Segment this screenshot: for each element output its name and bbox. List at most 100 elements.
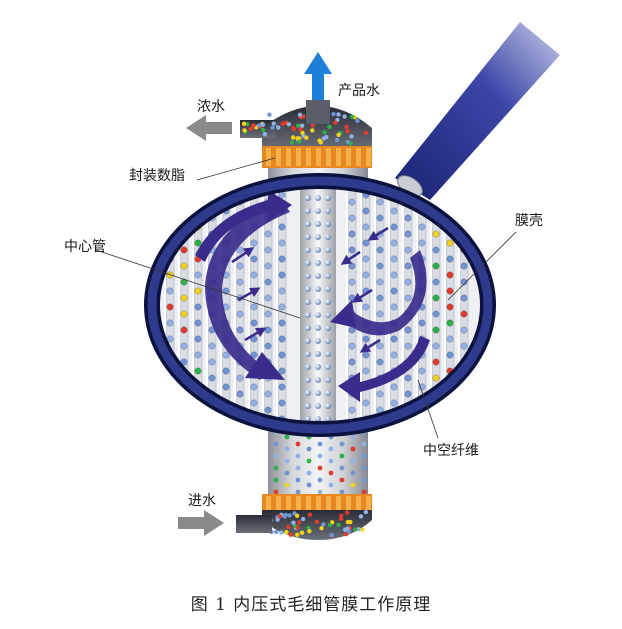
particle — [278, 239, 286, 247]
resin-stripe — [286, 148, 291, 166]
particle — [432, 326, 440, 334]
particle — [325, 325, 331, 331]
particle — [208, 358, 216, 366]
resin-stripe — [286, 496, 291, 510]
particle — [446, 351, 454, 359]
particle — [315, 416, 321, 422]
particle — [264, 246, 272, 254]
particle — [325, 416, 331, 422]
particle — [305, 325, 311, 331]
center-tube-particles — [305, 187, 331, 422]
resin-stripe — [306, 496, 311, 510]
particle — [376, 214, 384, 222]
particle — [291, 126, 296, 131]
particle — [194, 271, 202, 279]
particle — [390, 399, 398, 407]
resin-stripe — [356, 496, 361, 510]
particle — [432, 246, 440, 254]
particle — [362, 351, 370, 359]
particle — [314, 519, 320, 525]
particle — [307, 512, 313, 517]
particle — [305, 403, 311, 409]
particle — [166, 287, 174, 295]
small-flow-arrow — [340, 250, 361, 265]
particle — [344, 124, 349, 130]
flow-arrow-left-head — [245, 352, 285, 380]
resin-stripe — [276, 148, 281, 166]
particle — [284, 470, 290, 476]
particle — [317, 453, 323, 459]
particle — [325, 260, 331, 266]
particle — [315, 325, 321, 331]
particle — [325, 364, 331, 370]
particle — [432, 278, 440, 286]
particle — [328, 446, 334, 452]
particle — [325, 247, 331, 253]
particle — [284, 446, 290, 452]
particle — [305, 416, 311, 422]
particle — [236, 374, 244, 382]
particle — [194, 239, 202, 247]
particle — [460, 326, 468, 334]
particle — [336, 522, 341, 528]
small-flow-arrow — [367, 226, 389, 241]
particle — [297, 112, 303, 118]
particle — [194, 351, 202, 359]
resin-stripe — [346, 496, 351, 510]
particle — [208, 342, 216, 350]
particle — [460, 294, 468, 302]
particle — [250, 319, 258, 327]
particle — [348, 141, 354, 146]
particle — [404, 278, 412, 286]
particle — [278, 287, 286, 295]
particle — [404, 422, 412, 423]
particle — [194, 367, 202, 375]
resin-stripe — [276, 496, 281, 510]
particle — [360, 527, 365, 532]
particle — [432, 358, 440, 366]
particle — [404, 326, 412, 334]
particle — [418, 383, 426, 391]
leader-membrane-shell — [447, 231, 517, 301]
particle — [348, 278, 356, 286]
figure-caption: 图 1 内压式毛细管膜工作原理 — [190, 595, 432, 615]
particle — [295, 489, 301, 495]
particle — [361, 441, 367, 447]
particle — [278, 367, 286, 375]
particle — [180, 246, 188, 254]
particle — [376, 278, 384, 286]
resin-stripe — [316, 148, 321, 166]
particle — [273, 489, 279, 495]
resin-stripe — [366, 496, 371, 510]
particle — [361, 477, 367, 483]
bottom-resin-stripes — [266, 496, 371, 510]
label-sealing-resin: 封装数脂 — [129, 168, 185, 184]
particle — [289, 140, 295, 145]
feed-arrow — [178, 510, 224, 536]
resin-stripe — [336, 496, 341, 510]
particle — [325, 403, 331, 409]
particle — [460, 310, 468, 318]
particle — [299, 123, 305, 128]
particle — [284, 529, 289, 535]
particle — [305, 377, 311, 383]
particle — [305, 312, 311, 318]
particle — [306, 458, 312, 464]
particle — [446, 303, 454, 311]
label-product-water: 产品水 — [338, 83, 380, 99]
particle — [418, 415, 426, 423]
particle — [305, 234, 311, 240]
particle — [250, 303, 258, 311]
particle — [315, 273, 321, 279]
particle — [166, 383, 174, 391]
particle — [236, 390, 244, 398]
particle — [404, 294, 412, 302]
particle — [194, 335, 202, 343]
particle — [264, 278, 272, 286]
particle — [446, 287, 454, 295]
particle — [348, 246, 356, 254]
fiber-highlight — [360, 187, 362, 423]
particle — [180, 198, 188, 206]
particle — [242, 128, 247, 133]
small-flow-arrow — [244, 327, 267, 342]
